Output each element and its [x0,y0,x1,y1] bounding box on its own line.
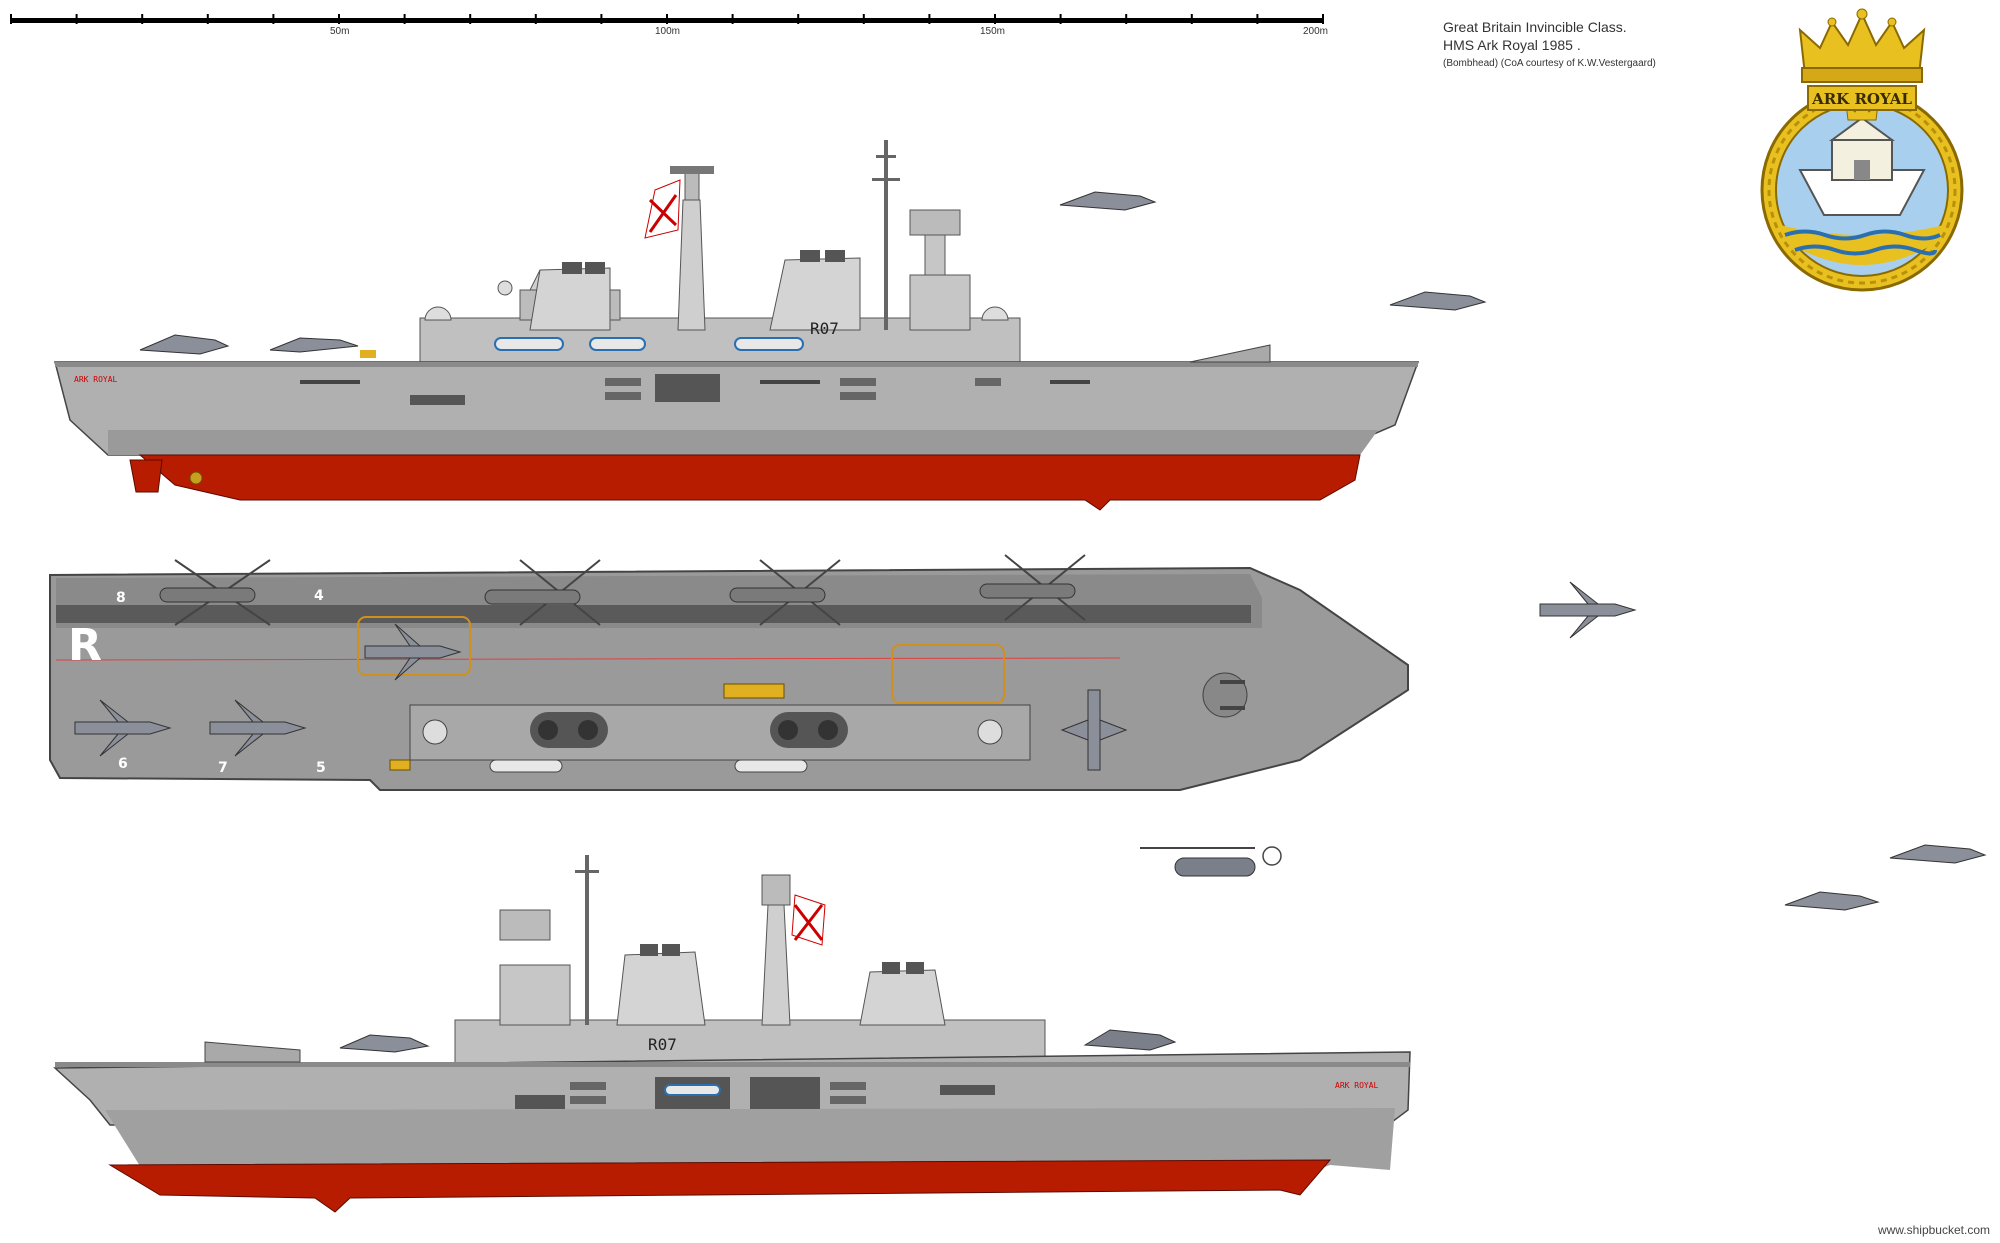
scale-tick [600,14,603,24]
scale-label-150m: 150m [980,26,1005,37]
deck-letter: R [68,620,102,671]
ship-plan-view: R 8 4 6 7 5 [49,554,1409,791]
scale-tick [797,14,800,24]
scale-tick [731,14,734,24]
title-line-1: Great Britain Invincible Class. [1443,19,1627,35]
scale-tick [338,14,340,24]
title-block: Great Britain Invincible Class. HMS Ark … [1443,19,1656,69]
ship-profile-starboard: R07 ARK ROYAL [54,140,1420,511]
scale-tick [666,14,668,24]
scale-tick [469,14,472,24]
scale-tick [862,14,865,24]
spot-number-8: 8 [116,590,126,606]
island-starboard [419,140,1021,371]
scale-tick [994,14,996,24]
title-line-3: (Bombhead) (CoA courtesy of K.W.Vesterga… [1443,58,1656,69]
scale-label-200m: 200m [1303,26,1328,37]
ship-profile-port: R07 ARK ROYAL [53,855,1411,1213]
crest-banner-text: ARK ROYAL [1811,90,1912,108]
scale-tick [1322,14,1324,24]
scale-tick [75,14,78,24]
ship-crest: ARK ROYAL [1760,8,1964,292]
pennant-bottom: R07 [648,1035,677,1054]
scale-tick [206,14,209,24]
scale-tick [10,14,12,24]
credit-text: www.shipbucket.com [1877,1223,1990,1237]
scale-tick [403,14,406,24]
pennant-top: R07 [810,319,839,338]
scale-tick [1256,14,1259,24]
spot-number-4: 4 [314,588,324,604]
scale-tick [928,14,931,24]
spot-number-5: 5 [316,760,326,776]
scale-label-50m: 50m [330,26,349,37]
scale-tick [272,14,275,24]
scale-tick [534,14,537,24]
scale-tick [141,14,144,24]
title-line-2: HMS Ark Royal 1985 . [1443,37,1581,53]
spot-number-6: 6 [118,756,128,772]
ship-name-bottom: ARK ROYAL [1335,1081,1379,1090]
scale-bar: 50m 100m 150m 200m [10,14,1328,37]
aircraft-flying [1059,191,1987,911]
scale-tick [1125,14,1128,24]
scale-tick [1190,14,1193,24]
ship-name-top: ARK ROYAL [74,375,118,384]
scale-tick [1059,14,1062,24]
spot-number-7: 7 [218,760,228,776]
scale-label-100m: 100m [655,26,680,37]
